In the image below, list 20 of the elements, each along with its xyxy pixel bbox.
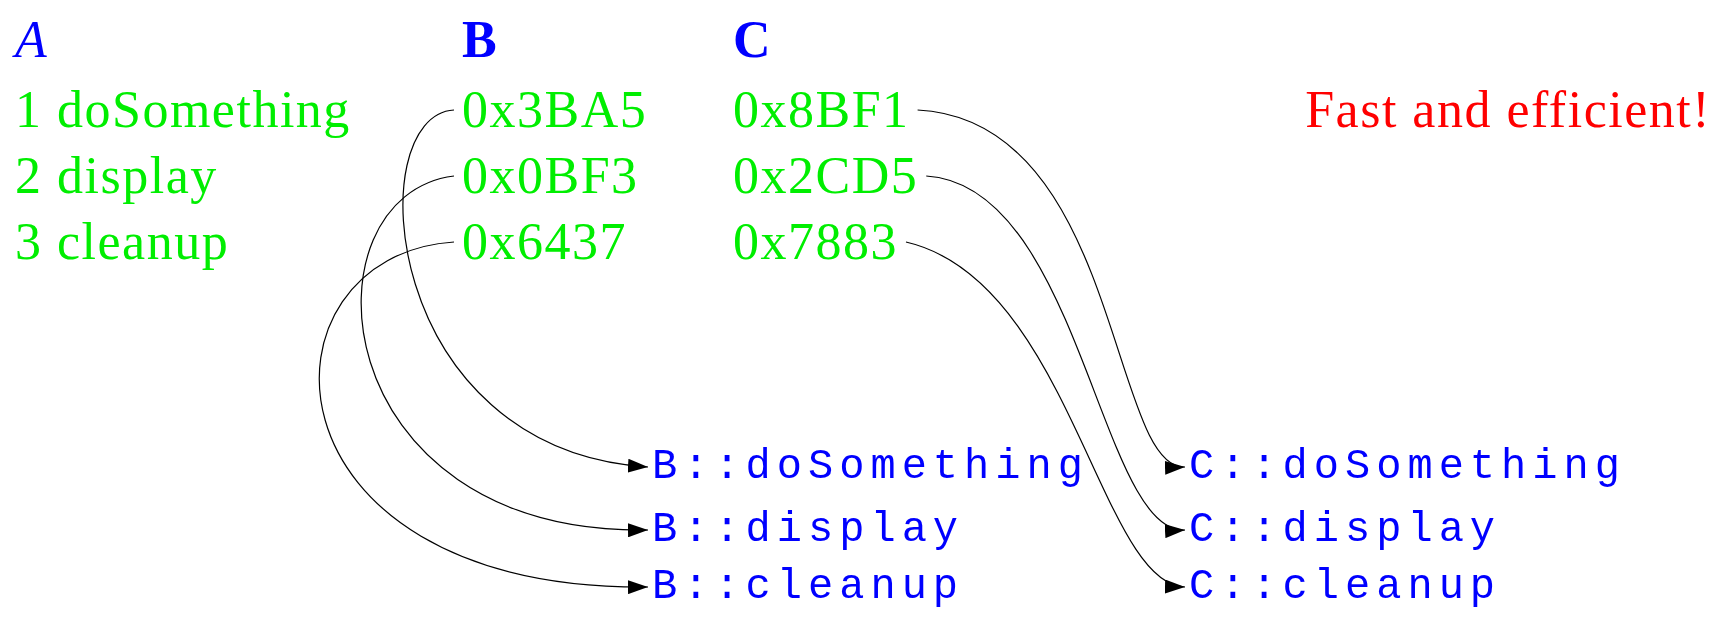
table-entry: 2 display: [15, 150, 218, 202]
column-heading: B: [462, 14, 499, 66]
note-text: Fast and efficient!: [1305, 84, 1711, 136]
address-text: 0x8BF1: [733, 84, 910, 136]
table-entry: 1 doSomething: [15, 84, 351, 136]
arrow: [361, 175, 649, 536]
column-heading: C: [733, 14, 773, 66]
function-name: B::cleanup: [652, 566, 965, 608]
arrow: [318, 241, 649, 593]
table-entry: 3 cleanup: [15, 216, 230, 268]
function-name: C::cleanup: [1189, 566, 1502, 608]
address-text: 0x6437: [462, 216, 627, 268]
function-name: B::display: [652, 509, 965, 551]
address-text: 0x3BA5: [462, 84, 648, 136]
arrow: [402, 109, 649, 471]
address-text: 0x0BF3: [462, 150, 639, 202]
function-name: C::display: [1189, 509, 1502, 551]
function-name: C::doSomething: [1189, 446, 1626, 488]
address-text: 0x7883: [733, 216, 898, 268]
address-text: 0x2CD5: [733, 150, 919, 202]
